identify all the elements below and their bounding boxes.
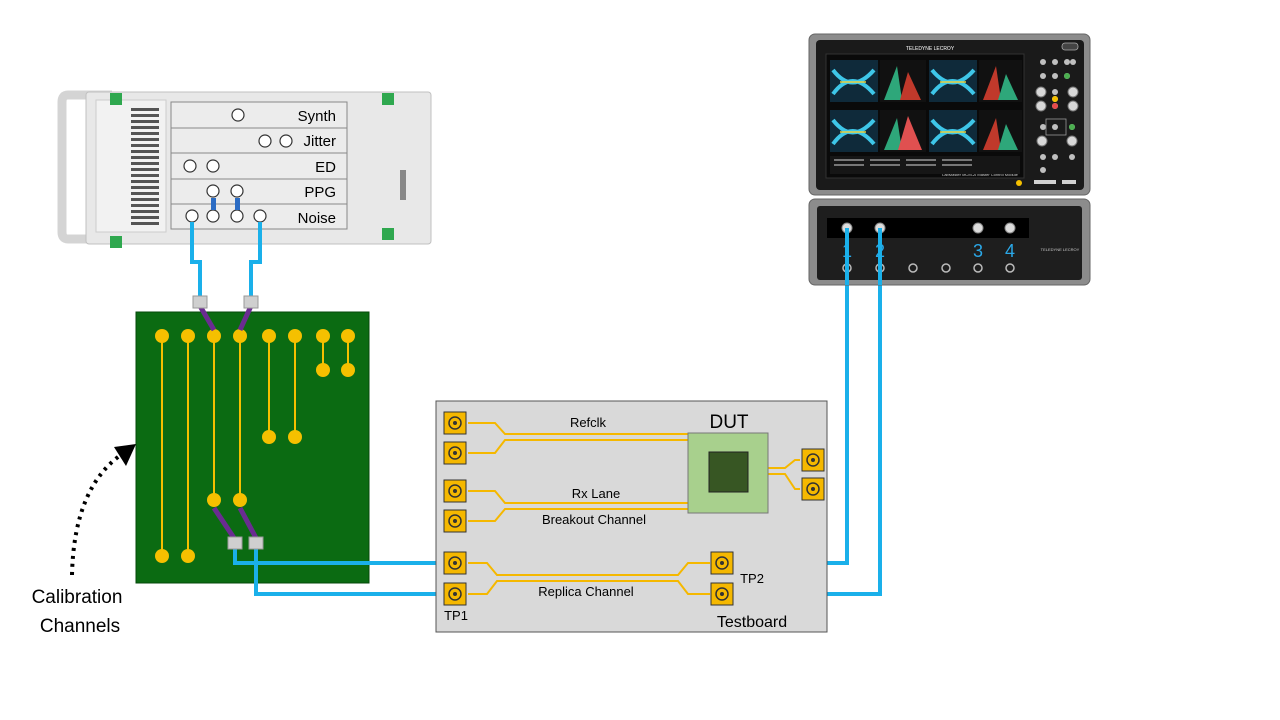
channel-display <box>827 218 1029 238</box>
channel-label-3: 3 <box>973 241 983 261</box>
calibration-label-line2: Channels <box>40 616 120 637</box>
dut-label: DUT <box>709 412 748 433</box>
scope-controls <box>1016 42 1079 186</box>
ppg-noise-link <box>235 198 240 210</box>
purple-links <box>197 304 259 540</box>
cable-noise-1 <box>190 222 202 298</box>
dut-die <box>708 451 749 493</box>
connector-rx-n <box>443 509 467 533</box>
latch-icon <box>110 93 122 105</box>
channel-label-4: 4 <box>1005 241 1015 261</box>
rx-lane-label: Rx Lane <box>572 486 620 501</box>
breakout-channel-label: Breakout Channel <box>542 512 646 527</box>
connector-refclk-n <box>443 441 467 465</box>
replica-channel-label: Replica Channel <box>538 584 634 599</box>
tp2-label: TP2 <box>740 571 764 586</box>
module-label-jitter: Jitter <box>303 133 336 150</box>
pcb-pads <box>155 329 355 563</box>
calibration-label-line1: Calibration <box>32 587 123 608</box>
oscilloscope: TELEDYNE LECROY LabMaster MCM-Zi Master … <box>808 33 1091 286</box>
vent-grille <box>131 108 159 225</box>
module-label-synth: Synth <box>298 108 336 125</box>
calibration-arrow <box>70 450 127 576</box>
module-ports <box>183 108 293 223</box>
connector-tp1-n <box>443 582 467 606</box>
scope-brand-bottom: TELEDYNE LECROY <box>1041 247 1080 252</box>
cable-cal-1 <box>233 548 455 565</box>
testboard: DUT Refclk Rx Lane Breakout Channel Repl… <box>435 400 828 633</box>
module-label-noise: Noise <box>298 210 336 227</box>
connector-tp2-p <box>710 551 734 575</box>
connector-refclk-p <box>443 411 467 435</box>
module-label-ppg: PPG <box>304 184 336 201</box>
latch-icon <box>110 236 122 248</box>
module-label-ed: ED <box>315 159 336 176</box>
cable-noise-2 <box>249 222 262 298</box>
arrowhead-icon <box>114 444 136 466</box>
scope-brand-top: TELEDYNE LECROY <box>906 46 955 52</box>
ppg-noise-link <box>211 198 216 210</box>
pcb-traces <box>161 336 349 556</box>
scope-cable-ends <box>845 228 882 285</box>
sma-adapters <box>192 295 264 550</box>
instrument-handle <box>57 90 112 244</box>
eye-diagram-panels <box>830 60 1022 174</box>
calibration-annotation: Calibration Channels <box>32 444 136 637</box>
bert-instrument: Synth Jitter ED PPG Noise <box>57 90 432 248</box>
sma-connectors <box>443 411 825 606</box>
connector-tp1-p <box>443 551 467 575</box>
connector-dut-out-p <box>801 448 825 472</box>
board-traces <box>468 422 800 595</box>
power-switch <box>1061 42 1079 51</box>
testboard-label: Testboard <box>717 614 787 631</box>
refclk-label: Refclk <box>570 415 607 430</box>
tp1-label: TP1 <box>444 608 468 623</box>
dut-package <box>687 432 769 514</box>
latch-icon <box>382 93 394 105</box>
connector-rx-p <box>443 479 467 503</box>
cable-cal-2 <box>254 548 455 596</box>
module-bay <box>170 101 348 230</box>
connector-dut-out-n <box>801 477 825 501</box>
latch-icon <box>382 228 394 240</box>
connector-tp2-n <box>710 582 734 606</box>
rear-connector <box>400 170 406 200</box>
scope-module-caption: LabMaster MCM-Zi Master Control Module <box>942 172 1019 177</box>
